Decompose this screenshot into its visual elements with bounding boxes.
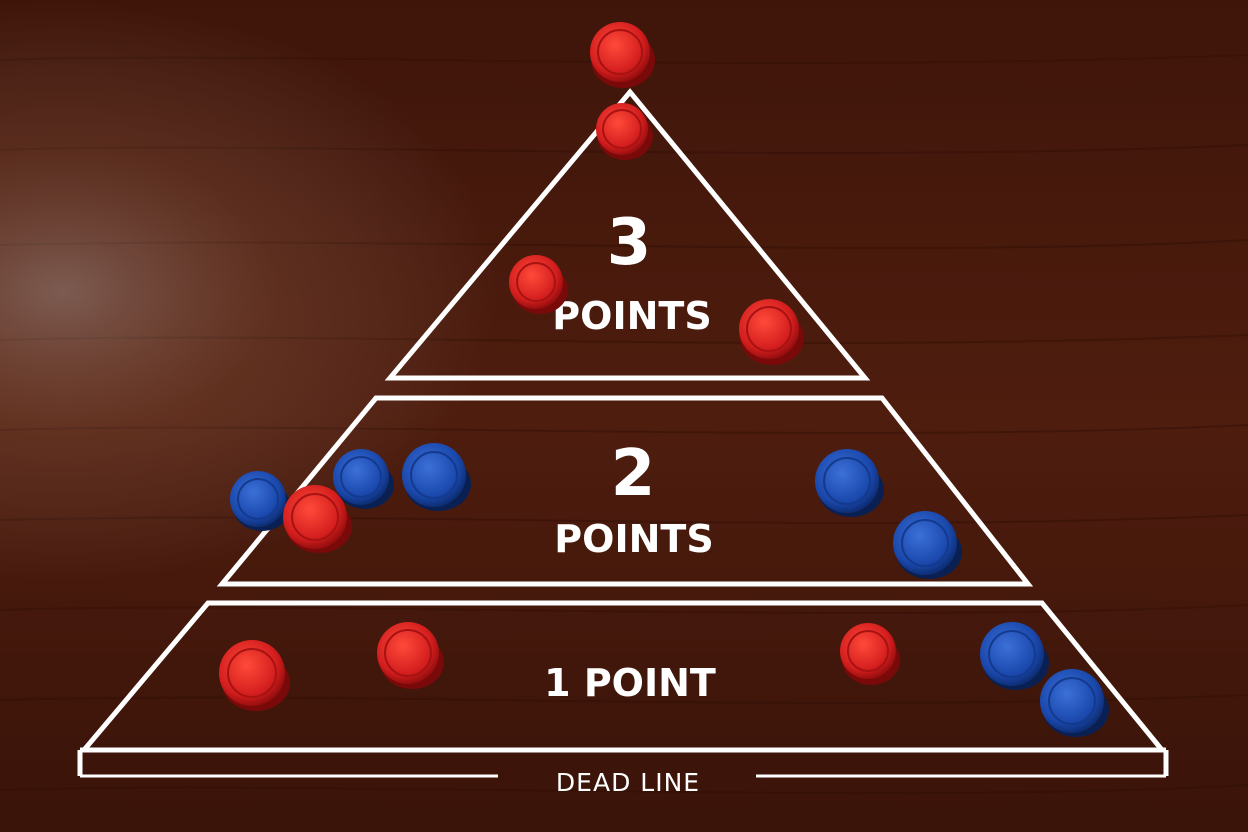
red-puck bbox=[377, 622, 444, 689]
three-point-label: POINTS bbox=[552, 294, 711, 338]
pucks bbox=[219, 22, 1109, 737]
blue-puck bbox=[333, 449, 394, 509]
two-point-label: POINTS bbox=[554, 517, 713, 561]
red-puck bbox=[590, 22, 655, 88]
red-puck bbox=[596, 103, 653, 160]
red-puck bbox=[509, 255, 568, 314]
blue-puck bbox=[1040, 669, 1109, 737]
blue-puck bbox=[230, 471, 291, 531]
blue-puck bbox=[402, 443, 471, 511]
blue-puck bbox=[815, 449, 884, 517]
red-puck bbox=[840, 623, 900, 685]
red-puck bbox=[739, 299, 804, 365]
blue-puck bbox=[980, 622, 1049, 690]
one-point-label: 1 POINT bbox=[544, 661, 716, 705]
three-point-zone-outline bbox=[384, 88, 871, 381]
three-point-number: 3 bbox=[607, 206, 652, 280]
blue-puck bbox=[893, 511, 962, 579]
red-puck bbox=[283, 485, 352, 553]
dead-line-label: DEAD LINE bbox=[556, 768, 700, 797]
two-point-number: 2 bbox=[611, 437, 656, 511]
red-puck bbox=[219, 640, 290, 711]
